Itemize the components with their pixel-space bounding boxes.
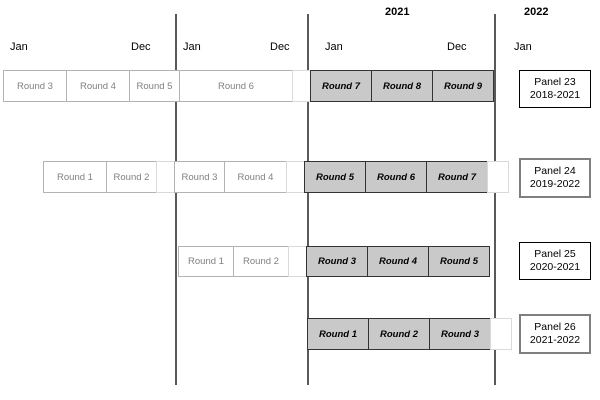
round-cell: Round 3 [174,161,225,193]
round-cell: Round 4 [224,161,287,193]
panel-years: 2019-2022 [529,178,581,190]
rule-2020-2021-left [175,14,177,385]
round-cell: Round 9 [432,70,494,102]
spacer-cell [286,161,305,193]
month-label-jan-6: Jan [514,41,532,53]
spacer-cell [156,161,175,193]
round-cell: Round 8 [371,70,433,102]
month-label-dec-5: Dec [447,41,467,53]
round-cell: Round 4 [367,246,429,277]
panel-title: Panel 26 [534,321,576,333]
round-cell: Round 3 [306,246,368,277]
month-label-jan-0: Jan [10,41,28,53]
round-cell: Round 5 [428,246,490,277]
panel-title: Panel 23 [534,76,576,88]
panel-years: 2021-2022 [529,334,581,346]
round-cell: Round 6 [179,70,293,102]
round-cell: Round 2 [368,318,430,350]
panel-title: Panel 24 [534,165,576,177]
round-cell: Round 3 [3,70,67,102]
rule-2021-start [307,14,309,385]
round-cell: Round 2 [233,246,289,277]
year-header-2022: 2022 [524,6,549,18]
round-cell: Round 3 [429,318,491,350]
round-cell: Round 2 [106,161,157,193]
round-cell: Round 4 [66,70,130,102]
month-label-dec-3: Dec [270,41,290,53]
spacer-cell [292,70,311,102]
spacer-cell [288,246,307,277]
round-cell: Round 1 [178,246,234,277]
month-label-dec-1: Dec [131,41,151,53]
round-cell: Round 6 [365,161,427,193]
panel-years: 2018-2021 [529,89,581,101]
round-cell: Round 5 [129,70,180,102]
panel-years: 2020-2021 [529,261,581,273]
month-label-jan-4: Jan [325,41,343,53]
year-header-2021: 2021 [385,6,410,18]
round-cell: Round 1 [307,318,369,350]
rule-2022-start [494,14,496,385]
panel-title: Panel 25 [534,248,576,260]
spacer-cell [490,318,512,350]
round-cell: Round 1 [43,161,107,193]
round-cell: Round 7 [426,161,488,193]
spacer-cell [487,161,509,193]
month-label-jan-2: Jan [183,41,201,53]
round-cell: Round 7 [310,70,372,102]
round-cell: Round 5 [304,161,366,193]
